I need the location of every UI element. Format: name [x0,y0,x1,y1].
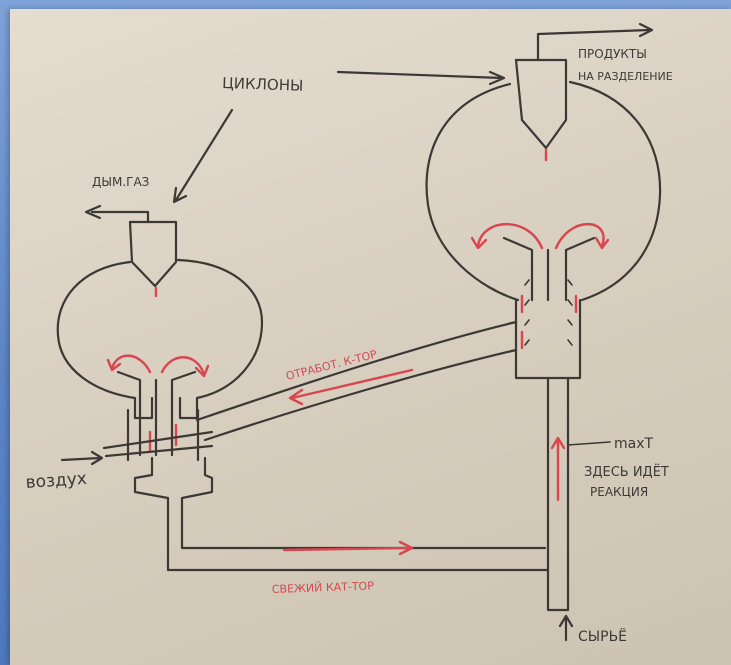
reactor-riser-top [504,238,594,300]
products-label-line2: НА РАЗДЕЛЕНИЕ [578,70,673,83]
max-t-label: maxT [614,436,654,452]
reactor-outer-pipe [516,300,580,378]
regenerator-flow-right [162,357,204,374]
reactor-riser-flow [552,438,564,500]
air-arrow [62,452,102,464]
reaction-label-line2: РЕАКЦИЯ [590,485,648,499]
reactor-flow-left [478,224,542,248]
reaction-label-line1: ЗДЕСЬ ИДЁТ [584,464,669,480]
feedstock-arrow [560,616,572,640]
feedstock-label: СЫРЬЁ [578,627,627,645]
regenerator-standpipe [118,372,195,455]
air-inlet-pipe [104,432,212,456]
flue-gas-label: ДЫМ.ГАЗ [92,175,149,189]
cyclones-label: ЦИКЛОНЫ [222,74,304,95]
fresh-catalyst-label: СВЕЖИЙ КАТ-ТОР [272,579,375,596]
regenerator-cyclone [130,222,176,286]
reactor-vessel [427,82,661,300]
max-t-pointer [568,442,610,445]
regenerator-vessel [58,260,262,418]
cyclones-arrow-right [338,72,504,84]
reactor-cyclone [516,60,566,148]
regenerator-flow-left [112,356,150,372]
regenerator-bottom [135,458,548,570]
products-label-line1: ПРОДУКТЫ [578,47,647,61]
air-label: воздух [25,469,88,493]
cyclones-arrow-left [174,110,232,202]
spent-catalyst-pipe [197,322,516,440]
